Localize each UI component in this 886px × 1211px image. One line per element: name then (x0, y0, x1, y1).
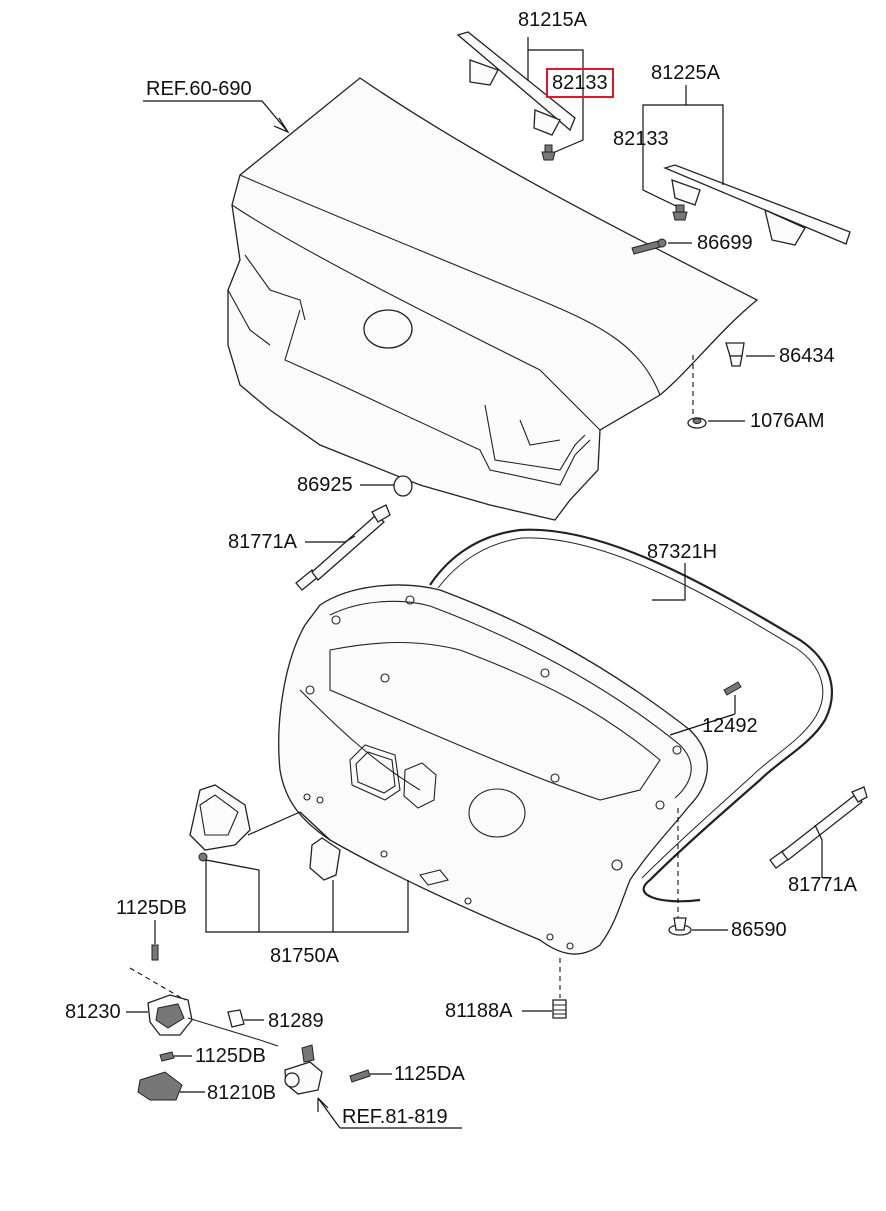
bolt-1125DA[interactable] (349, 1069, 371, 1083)
bumper-81289[interactable] (227, 1009, 245, 1028)
label-81210B[interactable]: 81210B (207, 1082, 276, 1104)
gas-strut-right-81771A[interactable] (769, 786, 868, 869)
label-81215A[interactable]: 81215A (518, 9, 587, 31)
label-ref-60-690[interactable]: REF.60-690 (146, 78, 252, 100)
trunk-lid[interactable] (227, 77, 759, 521)
bolt-1125DB-bottom[interactable] (159, 1051, 175, 1062)
label-12492[interactable]: 12492 (702, 715, 758, 737)
label-1125DB-top[interactable]: 1125DB (116, 897, 187, 919)
label-87321H[interactable]: 87321H (647, 541, 718, 563)
lock-cylinder[interactable] (284, 1044, 323, 1095)
label-86699[interactable]: 86699 (697, 232, 753, 254)
leader-lines (126, 37, 823, 1129)
label-81188A[interactable]: 81188A (445, 1000, 513, 1022)
label-86590[interactable]: 86590 (731, 919, 787, 941)
bumper-86434[interactable] (725, 342, 745, 367)
emblem-86925[interactable] (393, 475, 413, 497)
trim-covers-81750A[interactable] (189, 784, 341, 881)
label-ref-81-819[interactable]: REF.81-819 (342, 1106, 448, 1128)
bolt-86699[interactable] (631, 238, 667, 255)
screw-12492[interactable] (723, 681, 742, 696)
bumper-81188A[interactable] (552, 999, 567, 1019)
bumper-86590[interactable] (668, 917, 692, 936)
hinge-right-81225A[interactable] (663, 164, 851, 246)
label-81225A[interactable]: 81225A (651, 62, 720, 84)
striker-81210B[interactable] (137, 1071, 183, 1101)
grommet-1076AM[interactable] (687, 417, 707, 429)
trunk-inner-panel[interactable] (278, 584, 708, 955)
label-1125DA[interactable]: 1125DA (394, 1063, 465, 1085)
label-1076AM[interactable]: 1076AM (750, 410, 825, 432)
weatherstrip-87321H[interactable] (429, 528, 833, 903)
label-86434[interactable]: 86434 (779, 345, 835, 367)
bolt-1125DB-top[interactable] (151, 944, 159, 961)
label-81771A-left[interactable]: 81771A (228, 531, 297, 553)
label-86925[interactable]: 86925 (297, 474, 353, 496)
latch-81230[interactable] (147, 994, 279, 1047)
label-82133[interactable]: 82133 (613, 128, 669, 150)
label-81289[interactable]: 81289 (268, 1010, 324, 1032)
label-1125DB-bottom[interactable]: 1125DB (195, 1045, 266, 1067)
gas-strut-left-81771A[interactable] (295, 504, 391, 591)
label-81771A-right[interactable]: 81771A (788, 874, 857, 896)
label-81750A[interactable]: 81750A (270, 945, 339, 967)
label-82133-highlighted[interactable]: 82133 (546, 68, 614, 98)
label-81230[interactable]: 81230 (65, 1001, 121, 1023)
hinge-left-81215A[interactable] (456, 31, 576, 161)
